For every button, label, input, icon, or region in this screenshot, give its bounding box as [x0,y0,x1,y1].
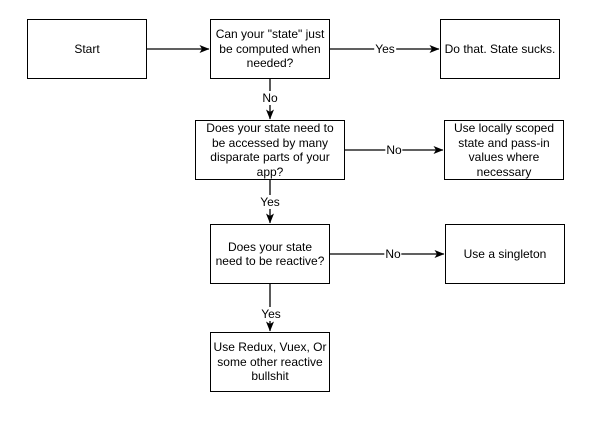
node-q2-label: Does your state need to be accessed by m… [206,121,334,179]
node-a1-label: Do that. State sucks. [444,41,556,56]
node-q3-label: Does your state need to be reactive? [215,239,325,269]
node-a2-label: Use locally scoped state and pass-in val… [453,121,555,179]
edge-label-q2-yes: Yes [259,195,281,209]
edge-label-q3-yes: Yes [260,307,282,321]
node-q1-label: Can your "state" just be computed when n… [215,27,325,71]
node-answer-locally-scoped-state: Use locally scoped state and pass-in val… [444,120,564,180]
node-a3-label: Use a singleton [463,246,547,261]
edge-label-q3-no: No [384,247,402,261]
edge-label-q1-no: No [261,91,279,105]
edge-label-q2-no: No [385,143,403,157]
node-start-label: Start [74,41,100,56]
node-question-reactive: Does your state need to be reactive? [210,224,330,284]
node-question-many-disparate-parts: Does your state need to be accessed by m… [195,120,345,180]
node-answer-singleton: Use a singleton [445,224,565,284]
node-start: Start [27,19,147,79]
node-answer-do-that-state-sucks: Do that. State sucks. [440,19,560,79]
node-answer-redux-vuex: Use Redux, Vuex, Or some other reactive … [210,332,330,392]
node-question-computed-when-needed: Can your "state" just be computed when n… [210,19,330,79]
edge-label-q1-yes: Yes [374,42,396,56]
node-a4-label: Use Redux, Vuex, Or some other reactive … [213,340,327,384]
